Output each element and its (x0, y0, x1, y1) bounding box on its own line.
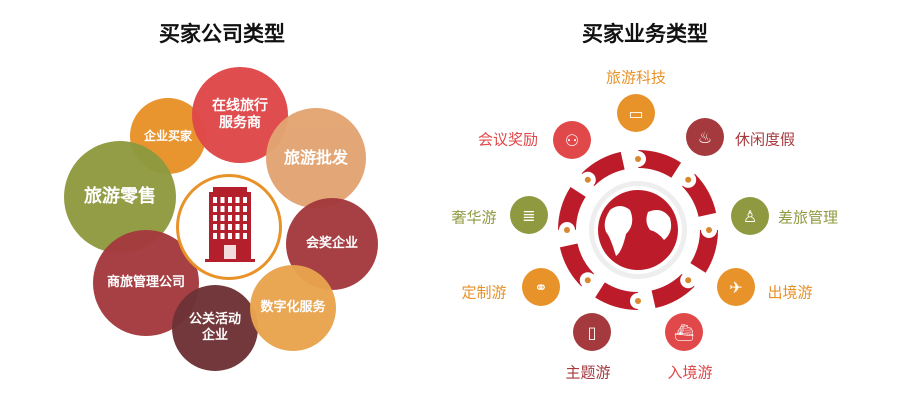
bubble-label: 旅游批发 (283, 148, 348, 167)
left-title: 买家公司类型 (159, 22, 285, 46)
bubble-6: 公关活动 企业 (172, 285, 258, 371)
business-label: 旅游科技 (605, 68, 667, 87)
coins-icon: ≣ (510, 196, 548, 234)
bubble-label: 会奖企业 (305, 235, 358, 251)
leisure-icon: ♨ (686, 118, 724, 156)
handshake-icon: ⚭ (522, 268, 560, 306)
bubble-7: 数字化服务 (250, 265, 336, 351)
bubble-2: 旅游批发 (266, 108, 366, 208)
bubble-label: 商旅管理公司 (106, 274, 185, 290)
business-label: 差旅管理 (777, 208, 839, 227)
bubble-label: 在线旅行 服务商 (212, 97, 268, 132)
bubble-label: 公关活动 企业 (188, 311, 241, 343)
business-label: 奢华游 (451, 208, 497, 227)
business-label: 休闲度假 (734, 130, 796, 149)
business-label: 入境游 (667, 363, 713, 382)
bubble-label: 数字化服务 (260, 299, 326, 315)
right-title: 买家业务类型 (582, 22, 708, 46)
bubble-label: 旅游零售 (84, 185, 156, 207)
business-label: 主题游 (565, 363, 611, 382)
phone-icon: ▯ (573, 313, 611, 351)
businessman-icon: ♙ (731, 197, 769, 235)
bubble-label: 企业买家 (143, 128, 192, 143)
business-label: 定制游 (461, 283, 507, 302)
center-building-circle (176, 174, 282, 280)
laptop-icon: ▭ (617, 94, 655, 132)
ship-icon: ⛴ (665, 313, 703, 351)
airplane-icon: ✈ (717, 268, 755, 306)
business-label: 会议奖励 (477, 130, 539, 149)
meeting-icon: ⚇ (553, 121, 591, 159)
business-label: 出境游 (767, 283, 813, 302)
building-icon (205, 187, 255, 262)
